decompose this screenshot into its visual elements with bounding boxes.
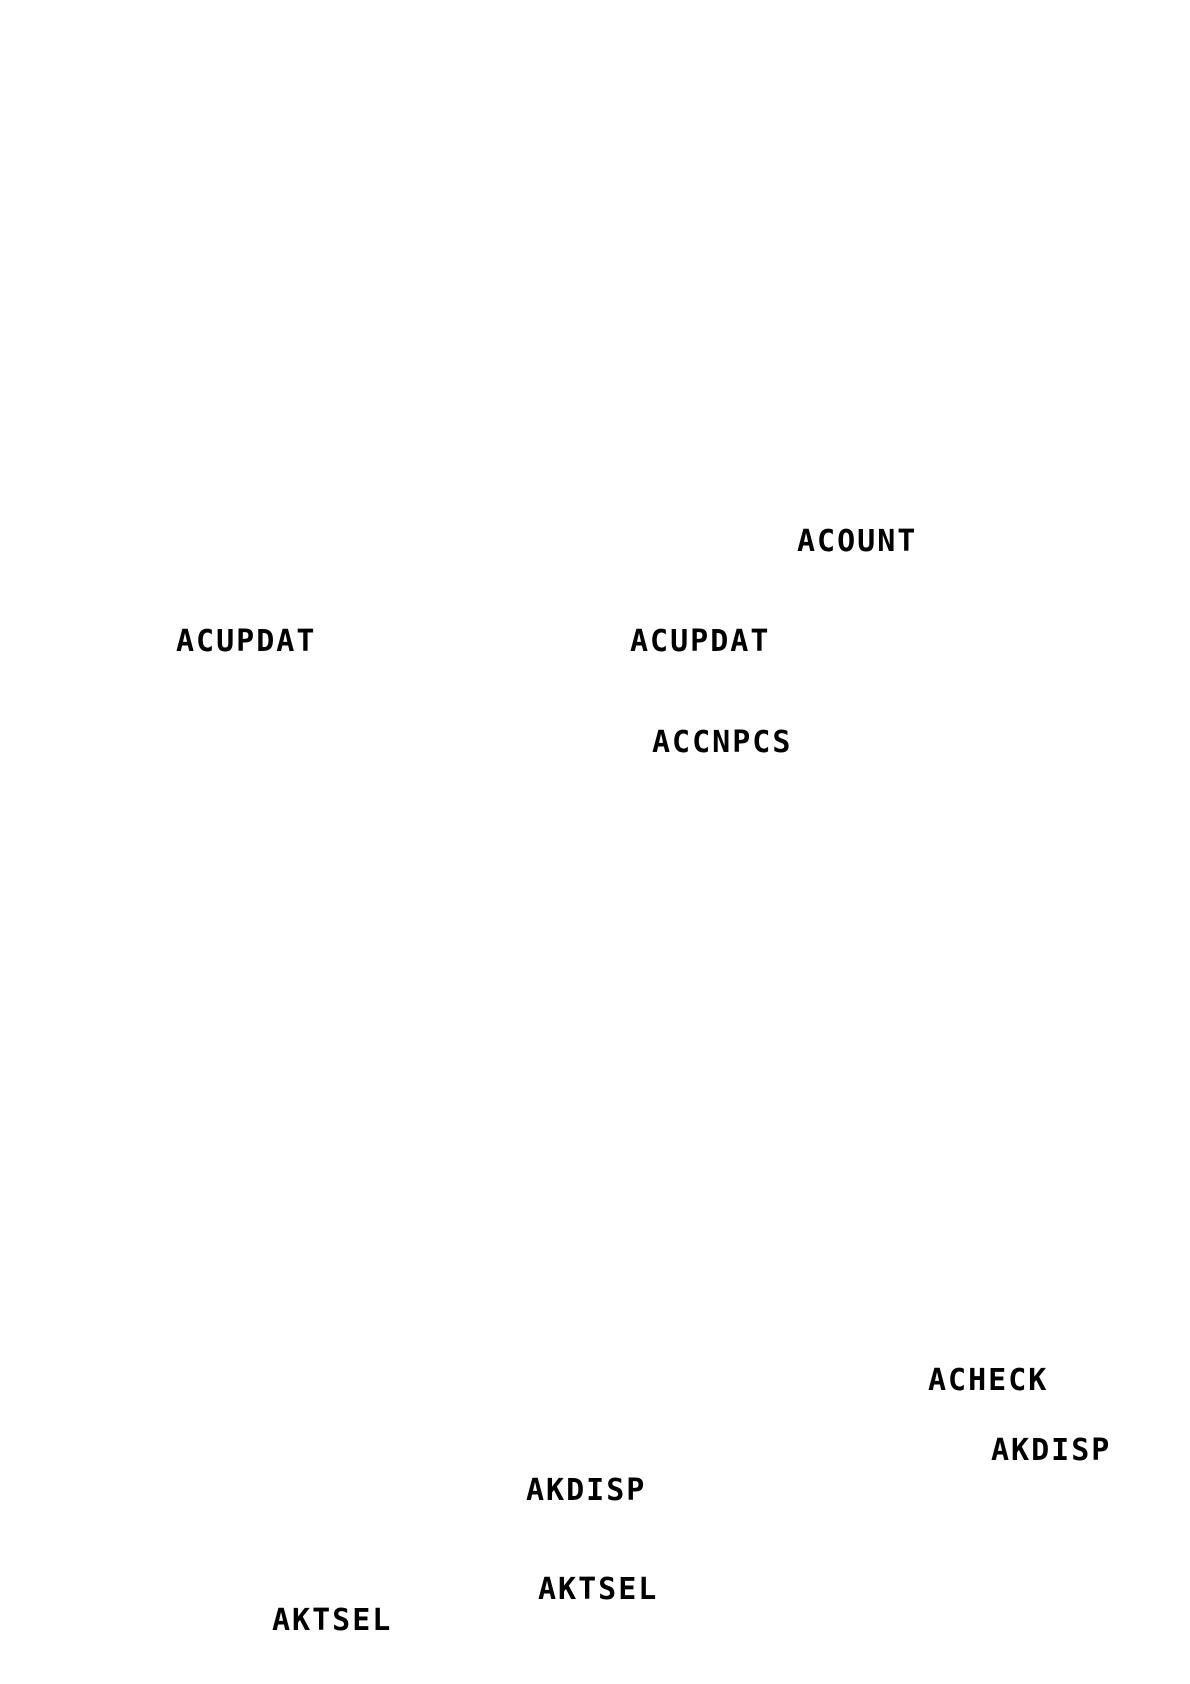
label-akdisp-right: AKDISP xyxy=(991,1433,1112,1468)
label-aktsel-center: AKTSEL xyxy=(538,1572,659,1607)
label-acheck: ACHECK xyxy=(928,1363,1049,1398)
label-akdisp-center: AKDISP xyxy=(526,1473,647,1508)
label-acount: ACOUNT xyxy=(797,524,918,559)
label-acupdat-left: ACUPDAT xyxy=(176,624,317,659)
label-aktsel-left: AKTSEL xyxy=(272,1603,393,1638)
label-accnpcs: ACCNPCS xyxy=(652,725,793,760)
label-acupdat-right: ACUPDAT xyxy=(630,624,771,659)
